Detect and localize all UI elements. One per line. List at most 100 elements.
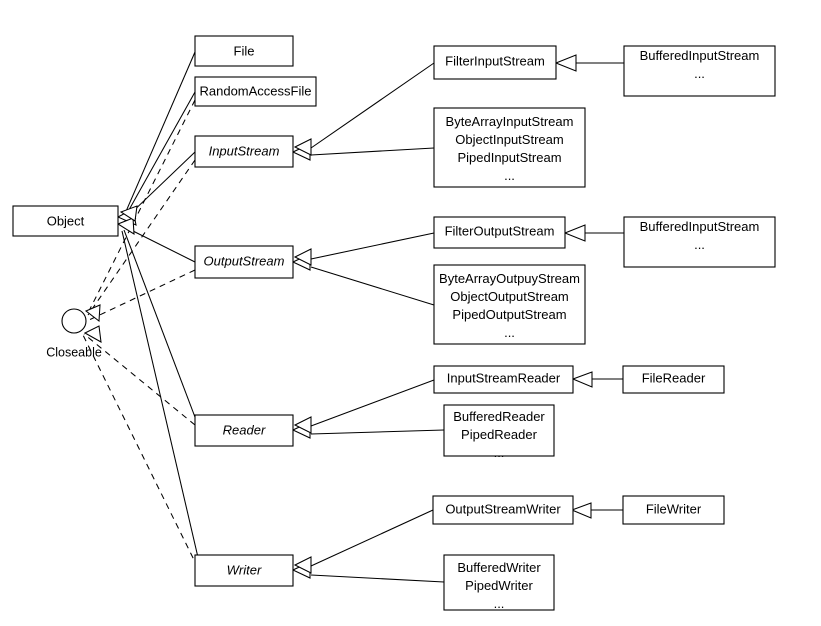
- generalization-arrowhead-writer-b: [293, 556, 312, 574]
- class-label-input-stream: InputStream: [209, 143, 280, 158]
- class-label-file-writer: FileWriter: [646, 501, 702, 516]
- realize-outputstream-closeable: [88, 269, 196, 321]
- inheritance-edges-reader: [291, 371, 623, 439]
- class-node-random-access-file[interactable]: RandomAccessFile: [194, 76, 317, 107]
- inherit-bufferedwritergroup-writer: [310, 574, 445, 583]
- class-box-output-stream[interactable]: [194, 245, 294, 279]
- class-box-filter-output-stream[interactable]: [433, 216, 566, 249]
- class-label-file: File: [234, 43, 255, 58]
- realize-writer-closeable: [82, 334, 199, 569]
- class-node-output-stream[interactable]: OutputStream: [194, 245, 294, 279]
- class-node-file-reader[interactable]: FileReader: [622, 365, 725, 394]
- generalization-arrowhead-reader-b: [293, 416, 312, 434]
- generalization-arrowhead-outputstream-b: [293, 248, 312, 266]
- class-node-filter-output-stream[interactable]: FilterOutputStream: [433, 216, 566, 249]
- generalization-arrowhead-inputstreamreader: [571, 371, 593, 388]
- class-box-random-access-file[interactable]: [194, 76, 317, 107]
- class-label-buffered-input-stream-2: BufferedInputStream...: [640, 219, 760, 252]
- class-box-buffered-input-stream-1[interactable]: [623, 45, 776, 97]
- class-box-byte-array-output-group[interactable]: [433, 264, 586, 345]
- class-label-reader: Reader: [223, 422, 266, 437]
- inheritance-edges-outputstream: [291, 224, 624, 306]
- class-label-input-stream-reader: InputStreamReader: [447, 370, 561, 385]
- class-box-input-stream-reader[interactable]: [433, 365, 574, 394]
- class-node-input-stream-reader[interactable]: InputStreamReader: [433, 365, 574, 394]
- interface-label-closeable: Closeable: [46, 345, 102, 359]
- realize-reader-closeable: [83, 333, 196, 426]
- class-node-input-stream[interactable]: InputStream: [194, 135, 294, 168]
- class-box-object[interactable]: [12, 205, 119, 237]
- class-label-output-stream: OutputStream: [204, 253, 285, 268]
- class-label-writer: Writer: [227, 562, 262, 577]
- inherit-writer-object: [121, 230, 201, 567]
- inherit-file-object: [123, 51, 196, 217]
- class-label-random-access-file: RandomAccessFile: [200, 83, 312, 98]
- class-box-reader[interactable]: [194, 414, 294, 447]
- inherit-inputstream-object: [125, 151, 196, 219]
- interface-node-closeable[interactable]: Closeable: [46, 308, 102, 359]
- inherit-filteroutputstream-outputstream: [310, 232, 435, 260]
- class-box-filter-input-stream[interactable]: [433, 45, 557, 80]
- class-box-file-writer[interactable]: [622, 495, 725, 525]
- class-box-buffered-reader-group[interactable]: [443, 404, 555, 457]
- class-box-byte-array-input-group[interactable]: [433, 107, 586, 188]
- generalization-arrowhead-inputstream-b: [293, 138, 312, 156]
- class-label-file-reader: FileReader: [642, 370, 706, 385]
- class-box-input-stream[interactable]: [194, 135, 294, 168]
- class-node-output-stream-writer[interactable]: OutputStreamWriter: [432, 495, 574, 525]
- generalization-arrowhead-object-c: [119, 205, 138, 222]
- inherit-reader-object: [123, 229, 199, 426]
- inheritance-edges-writer: [291, 502, 623, 583]
- class-label-filter-input-stream: FilterInputStream: [445, 53, 545, 68]
- inherit-bytearrayoutputgroup-outputstream: [310, 266, 435, 306]
- class-box-writer[interactable]: [194, 554, 294, 587]
- object-arrowheads: [116, 205, 138, 235]
- class-label-object: Object: [47, 213, 85, 228]
- generalization-arrowhead-filteroutputstream: [563, 224, 586, 242]
- realize-inputstream-closeable: [87, 159, 196, 316]
- class-node-file-writer[interactable]: FileWriter: [622, 495, 725, 525]
- class-node-object[interactable]: Object: [12, 205, 119, 237]
- inheritance-edges-object: [121, 51, 201, 567]
- inherit-filterinputstream-inputstream: [310, 62, 435, 149]
- inherit-bytearrayinputgroup-inputstream: [310, 147, 435, 156]
- inherit-outputstreamwriter-writer: [310, 509, 434, 567]
- realization-edges: [82, 99, 199, 569]
- class-node-writer[interactable]: Writer: [194, 554, 294, 587]
- class-label-buffered-input-stream-1: BufferedInputStream...: [640, 48, 760, 81]
- closeable-interface-circle[interactable]: [61, 308, 87, 334]
- class-label-filter-output-stream: FilterOutputStream: [445, 223, 555, 238]
- class-boxes: Object File RandomAccessFile InputStream…: [12, 35, 776, 611]
- inherit-outputstream-object: [124, 226, 196, 263]
- closeable-arrowheads: [83, 304, 102, 343]
- realize-randomaccessfile-closeable: [87, 99, 196, 314]
- generalization-arrowhead-outputstreamwriter: [570, 502, 592, 519]
- inherit-inputstreamreader-reader: [310, 379, 435, 427]
- class-box-file[interactable]: [194, 35, 294, 67]
- realization-arrowhead-upper: [84, 304, 101, 323]
- generalization-arrowhead-object-b: [116, 217, 135, 235]
- inherit-bufferedreadergroup-reader: [310, 429, 445, 435]
- class-node-filter-input-stream[interactable]: FilterInputStream: [433, 45, 557, 80]
- inherit-randomaccessfile-object: [124, 91, 196, 218]
- class-node-buffered-input-stream-2[interactable]: BufferedInputStream...: [623, 216, 776, 268]
- class-box-buffered-input-stream-2[interactable]: [623, 216, 776, 268]
- class-node-file[interactable]: File: [194, 35, 294, 67]
- class-node-buffered-input-stream-1[interactable]: BufferedInputStream...: [623, 45, 776, 97]
- class-box-output-stream-writer[interactable]: [432, 495, 574, 525]
- class-node-reader[interactable]: Reader: [194, 414, 294, 447]
- class-box-buffered-writer-group[interactable]: [443, 554, 555, 611]
- class-box-file-reader[interactable]: [622, 365, 725, 394]
- inheritance-edges-inputstream: [291, 54, 624, 161]
- realization-arrowhead-lower: [83, 325, 102, 343]
